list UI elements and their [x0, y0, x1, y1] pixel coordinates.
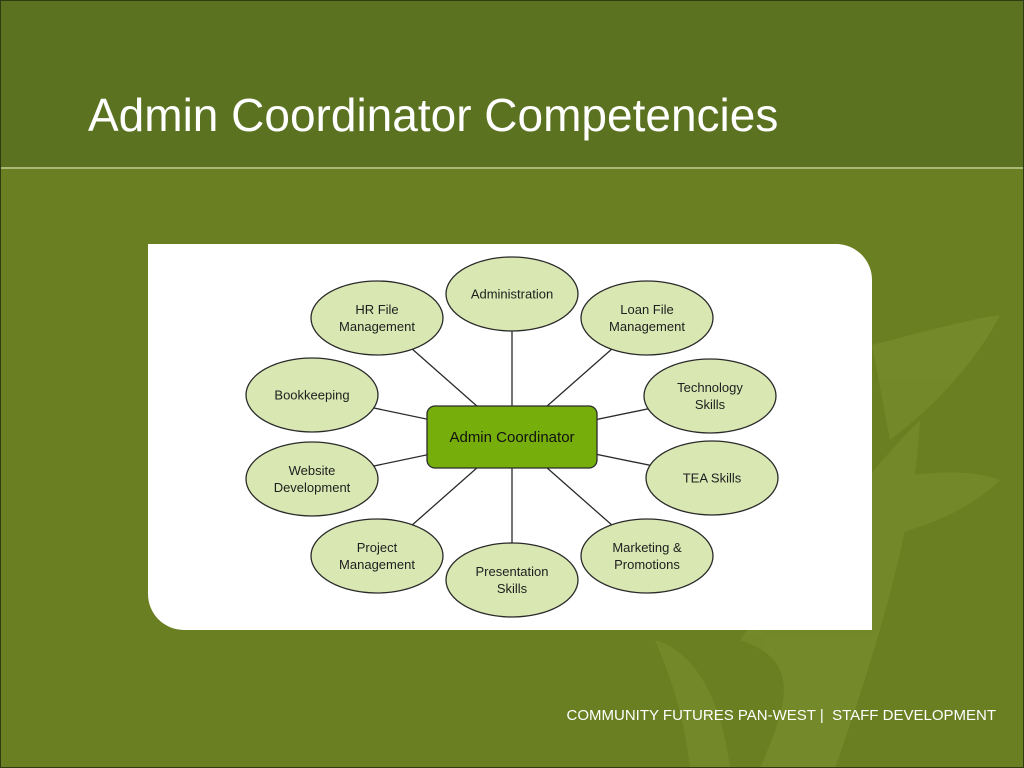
node-ellipse [445, 542, 579, 618]
node-ellipse [245, 441, 379, 517]
node-label: Website [289, 463, 336, 478]
footer-text: COMMUNITY FUTURES PAN-WEST | STAFF DEVEL… [566, 707, 996, 724]
node-label: Bookkeeping [274, 388, 349, 403]
node-label: Marketing & [612, 540, 682, 555]
node-label: Management [609, 319, 685, 334]
node-bookkeeping: Bookkeeping [245, 357, 379, 433]
node-ellipse [445, 256, 579, 332]
node-label: Promotions [614, 557, 680, 572]
node-label: Presentation [476, 564, 549, 579]
center-node: Admin Coordinator [426, 405, 598, 469]
node-ellipse [643, 358, 777, 434]
node-administration: Administration [445, 256, 579, 332]
node-label: Administration [471, 287, 553, 302]
title-divider [0, 167, 1024, 169]
node-label: TEA Skills [683, 471, 742, 486]
node-marketing-promotions: Marketing & Promotions [580, 518, 714, 594]
node-ellipse [245, 357, 379, 433]
slide-title: Admin Coordinator Competencies [88, 89, 779, 141]
center-box [426, 405, 598, 469]
node-ellipse [580, 280, 714, 356]
node-label: Project [357, 540, 398, 555]
node-label: Management [339, 557, 415, 572]
node-label: Management [339, 319, 415, 334]
node-label: Skills [695, 397, 726, 412]
node-label: Development [274, 480, 351, 495]
node-label: Skills [497, 581, 528, 596]
node-ellipse [310, 280, 444, 356]
node-label: Technology [677, 380, 743, 395]
node-ellipse [580, 518, 714, 594]
title-band [0, 0, 1024, 167]
center-label: Admin Coordinator [449, 429, 574, 446]
node-ellipse [310, 518, 444, 594]
node-label: HR File [355, 302, 398, 317]
node-label: Loan File [620, 302, 673, 317]
node-tea-skills: TEA Skills [645, 440, 779, 516]
node-ellipse [645, 440, 779, 516]
